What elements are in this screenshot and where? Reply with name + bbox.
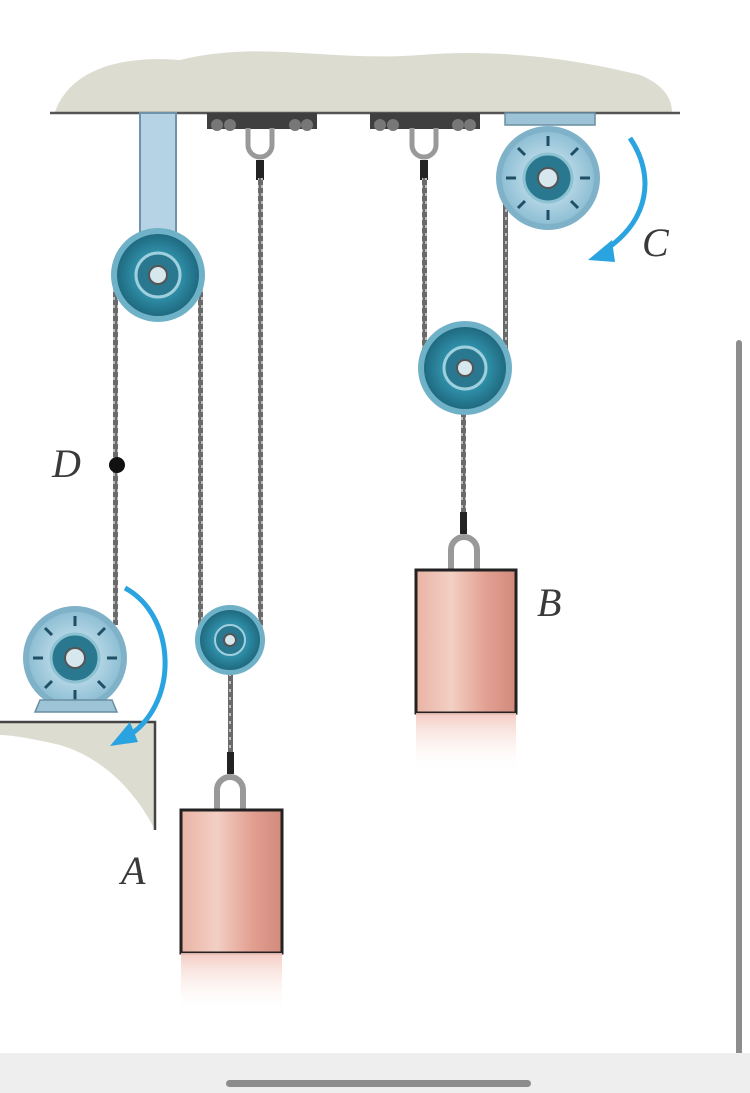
block-B <box>414 534 518 773</box>
ceiling <box>50 51 680 115</box>
chain-right-system <box>422 178 508 534</box>
label-B: B <box>537 580 561 625</box>
label-A: A <box>118 848 146 893</box>
clockwise-arrow-icon <box>110 585 168 746</box>
label-C: C <box>642 220 670 265</box>
pulley-movable-left <box>195 605 265 675</box>
pulley-movable-right <box>418 321 512 415</box>
home-indicator[interactable] <box>226 1080 531 1087</box>
floor-ledge <box>0 720 157 830</box>
motor-A <box>23 606 127 713</box>
point-D <box>109 457 125 473</box>
ceiling-mount-left <box>207 113 317 180</box>
bottom-bar <box>0 1053 750 1093</box>
motor-C <box>496 112 600 230</box>
pulley-fixed-top-left <box>111 228 205 322</box>
scrollbar[interactable] <box>736 340 742 1085</box>
clockwise-arrow-icon <box>588 136 648 262</box>
ceiling-mount-right <box>370 113 480 180</box>
block-A <box>179 774 284 1013</box>
chain-left-system <box>113 178 263 774</box>
label-D: D <box>51 441 81 486</box>
